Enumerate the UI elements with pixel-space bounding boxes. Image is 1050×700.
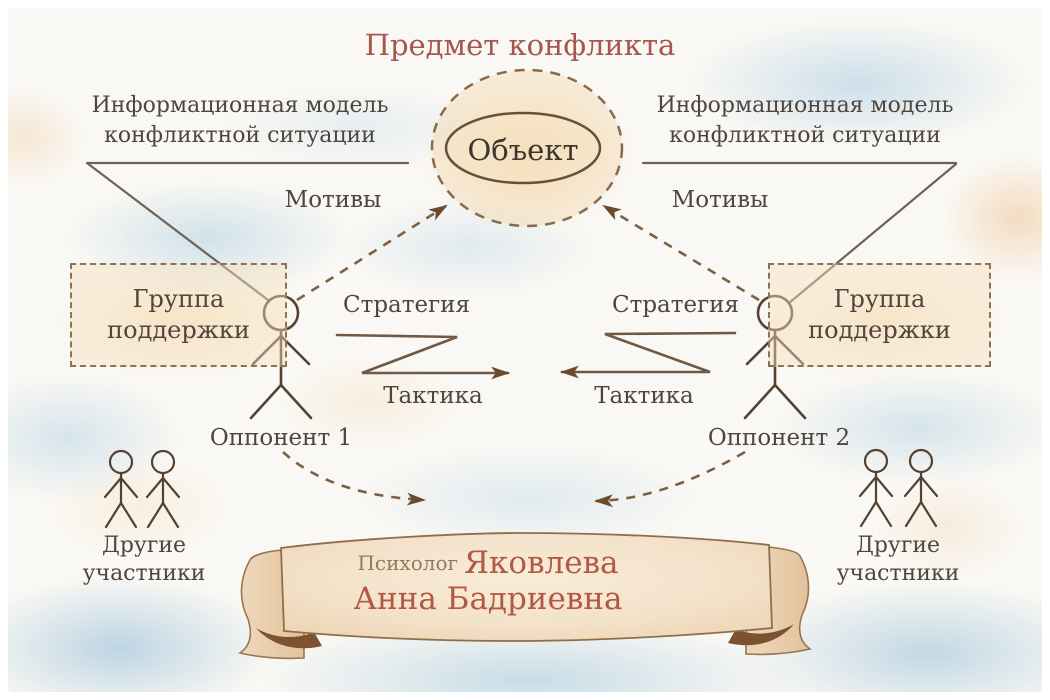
opponent2-others-dashed-arrow [593, 450, 746, 508]
left-motives-label: Мотивы [284, 187, 382, 213]
others-left-label: Другие участники [64, 532, 224, 588]
left-tactics-label: Тактика [383, 383, 483, 409]
right-strategy-label: Стратегия [612, 292, 739, 318]
opponent2-to-object-dashed-arrow [602, 204, 760, 302]
banner-role: Психолог [357, 551, 458, 575]
banner-right-fold [728, 624, 794, 646]
right-support-group-line2: поддержки [808, 316, 951, 344]
right-support-group-line1: Группа [833, 285, 926, 313]
right-tactics-label: Тактика [594, 383, 694, 409]
banner-name-line1: Яковлева [464, 545, 619, 581]
left-info-model-line2: конфликтной ситуации [104, 123, 376, 148]
conflict-subject-dashed-circle [430, 68, 624, 228]
watercolor-background [8, 8, 1042, 692]
left-support-group-line2: поддержки [107, 316, 250, 344]
banner-left-fold [256, 628, 322, 649]
others-right-line1: Другие [855, 533, 941, 558]
opponent1-strategy-tactics-arrow [335, 333, 511, 380]
banner-ribbon [238, 532, 812, 660]
others-right-label: Другие участники [818, 532, 978, 588]
left-support-group-line1: Группа [132, 285, 225, 313]
opponent1-label: Оппонент 1 [209, 425, 353, 451]
right-info-model-line2: конфликтной ситуации [669, 123, 941, 148]
left-strategy-label: Стратегия [343, 292, 470, 318]
others-right-figures [858, 448, 939, 528]
others-left-line2: участники [82, 561, 206, 586]
others-left-figures [103, 449, 181, 529]
others-left-line1: Другие [101, 533, 187, 558]
object-label: Объект [467, 133, 579, 167]
right-info-model-connector [641, 161, 958, 305]
left-support-group-box: Группа поддержки [70, 263, 287, 367]
banner-panel [280, 532, 773, 642]
opponent2-figure [743, 294, 807, 420]
banner-name-line2: Анна Бадриевна [353, 581, 623, 617]
opponent2-strategy-tactics-arrow [559, 331, 737, 379]
left-info-model-connector [85, 161, 410, 302]
others-right-line2: участники [836, 561, 960, 586]
right-info-model-line1: Информационная модель [656, 93, 954, 118]
right-info-model-label: Информационная модель конфликтной ситуац… [645, 91, 965, 151]
left-info-model-label: Информационная модель конфликтной ситуац… [80, 91, 400, 151]
opponent1-to-object-dashed-arrow [296, 204, 448, 302]
right-motives-label: Мотивы [671, 187, 769, 213]
opponent1-others-dashed-arrow [282, 451, 427, 506]
opponent2-label: Оппонент 2 [707, 425, 851, 451]
right-support-group-box: Группа поддержки [768, 263, 991, 367]
left-info-model-line1: Информационная модель [91, 93, 389, 118]
diagram-title: Предмет конфликта [364, 28, 676, 62]
object-ellipse [444, 111, 602, 185]
